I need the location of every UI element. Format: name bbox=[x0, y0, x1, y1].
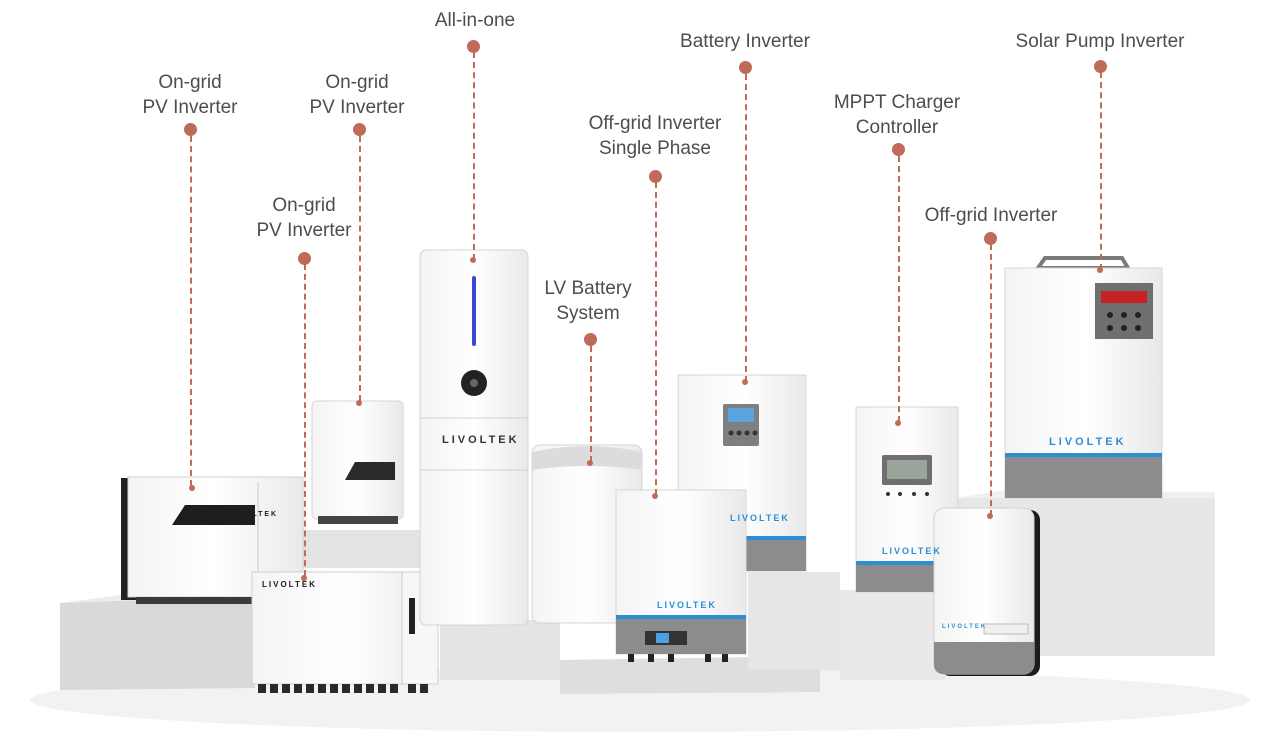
anchor-dot-all-in-one bbox=[470, 257, 476, 263]
label-line: On-grid bbox=[325, 72, 389, 93]
anchor-dot-ongrid-3 bbox=[301, 575, 307, 581]
label-line: PV Inverter bbox=[142, 97, 238, 118]
logo-ongrid-1: LIVOLTEK bbox=[228, 511, 279, 518]
label-mppt-charger-controller: MPPT Charger Controller bbox=[834, 90, 960, 140]
anchor-dot-ongrid-2 bbox=[356, 400, 362, 406]
leader-solar-pump bbox=[1100, 72, 1102, 270]
offgrid-single-phase-device bbox=[615, 489, 747, 662]
callout-dot-mppt bbox=[892, 143, 905, 156]
label-ongrid-pv-inverter-3: On-grid PV Inverter bbox=[256, 193, 351, 243]
anchor-dot-offgrid-single bbox=[652, 493, 658, 499]
lv-battery-device bbox=[531, 444, 643, 624]
leader-offgrid-single bbox=[655, 182, 657, 495]
callout-dot-ongrid-1 bbox=[184, 123, 197, 136]
logo-mppt: LIVOLTEK bbox=[882, 546, 942, 556]
leader-all-in-one bbox=[473, 52, 475, 260]
leader-mppt bbox=[898, 156, 900, 422]
solar-pump-inverter-device bbox=[1004, 256, 1163, 499]
callout-dot-battery-inverter bbox=[739, 61, 752, 74]
label-line: MPPT Charger bbox=[833, 92, 961, 113]
leader-ongrid-3 bbox=[304, 264, 306, 576]
anchor-dot-lv-battery bbox=[587, 460, 593, 466]
logo-offgrid: LIVOLTEK bbox=[942, 624, 988, 630]
anchor-dot-offgrid bbox=[987, 513, 993, 519]
label-line: System bbox=[556, 303, 620, 324]
label-line: PV Inverter bbox=[256, 220, 352, 241]
leader-ongrid-2 bbox=[359, 136, 361, 401]
label-ongrid-pv-inverter-2: On-grid PV Inverter bbox=[309, 70, 404, 120]
logo-all-in-one: LIVOLTEK bbox=[442, 434, 520, 446]
label-line: On-grid bbox=[272, 195, 336, 216]
leader-battery-inverter bbox=[745, 74, 747, 382]
label-line: Battery Inverter bbox=[680, 31, 810, 52]
label-solar-pump-inverter: Solar Pump Inverter bbox=[1016, 29, 1185, 54]
label-line: Off-grid Inverter bbox=[588, 113, 722, 134]
ongrid-inverter-3-device bbox=[251, 571, 439, 693]
anchor-dot-mppt bbox=[895, 420, 901, 426]
callout-dot-offgrid bbox=[984, 232, 997, 245]
leader-offgrid bbox=[990, 244, 992, 516]
logo-offgrid-single: LIVOLTEK bbox=[657, 600, 717, 610]
leader-ongrid-1 bbox=[190, 136, 192, 486]
label-ongrid-pv-inverter-1: On-grid PV Inverter bbox=[142, 70, 237, 120]
label-line: LV Battery bbox=[544, 278, 632, 299]
ongrid-inverter-2-device bbox=[311, 400, 404, 524]
label-line: Off-grid Inverter bbox=[924, 205, 1058, 226]
logo-solar-pump: LIVOLTEK bbox=[1049, 436, 1127, 448]
label-line: All-in-one bbox=[434, 10, 516, 31]
leader-lv-battery bbox=[590, 346, 592, 462]
callout-dot-offgrid-single bbox=[649, 170, 662, 183]
callout-dot-lv-battery bbox=[584, 333, 597, 346]
logo-battery-inverter: LIVOLTEK bbox=[730, 513, 790, 523]
label-line: Single Phase bbox=[599, 138, 711, 159]
label-line: Controller bbox=[855, 117, 939, 138]
label-battery-inverter: Battery Inverter bbox=[680, 29, 810, 54]
label-all-in-one: All-in-one bbox=[435, 8, 515, 33]
ongrid-inverter-1-device bbox=[121, 476, 304, 604]
label-offgrid-inverter: Off-grid Inverter bbox=[925, 203, 1058, 228]
callout-dot-ongrid-3 bbox=[298, 252, 311, 265]
offgrid-inverter-device bbox=[933, 507, 1040, 676]
label-line: On-grid bbox=[158, 72, 222, 93]
callout-dot-solar-pump bbox=[1094, 60, 1107, 73]
anchor-dot-battery-inverter bbox=[742, 379, 748, 385]
label-line: PV Inverter bbox=[309, 97, 405, 118]
callout-dot-ongrid-2 bbox=[353, 123, 366, 136]
callout-dot-all-in-one bbox=[467, 40, 480, 53]
anchor-dot-ongrid-1 bbox=[189, 485, 195, 491]
logo-ongrid-3: LIVOLTEK bbox=[262, 580, 317, 589]
label-offgrid-inverter-single-phase: Off-grid Inverter Single Phase bbox=[589, 111, 722, 161]
all-in-one-device bbox=[419, 249, 529, 626]
anchor-dot-solar-pump bbox=[1097, 267, 1103, 273]
label-lv-battery-system: LV Battery System bbox=[544, 276, 631, 326]
label-line: Solar Pump Inverter bbox=[1015, 31, 1185, 52]
